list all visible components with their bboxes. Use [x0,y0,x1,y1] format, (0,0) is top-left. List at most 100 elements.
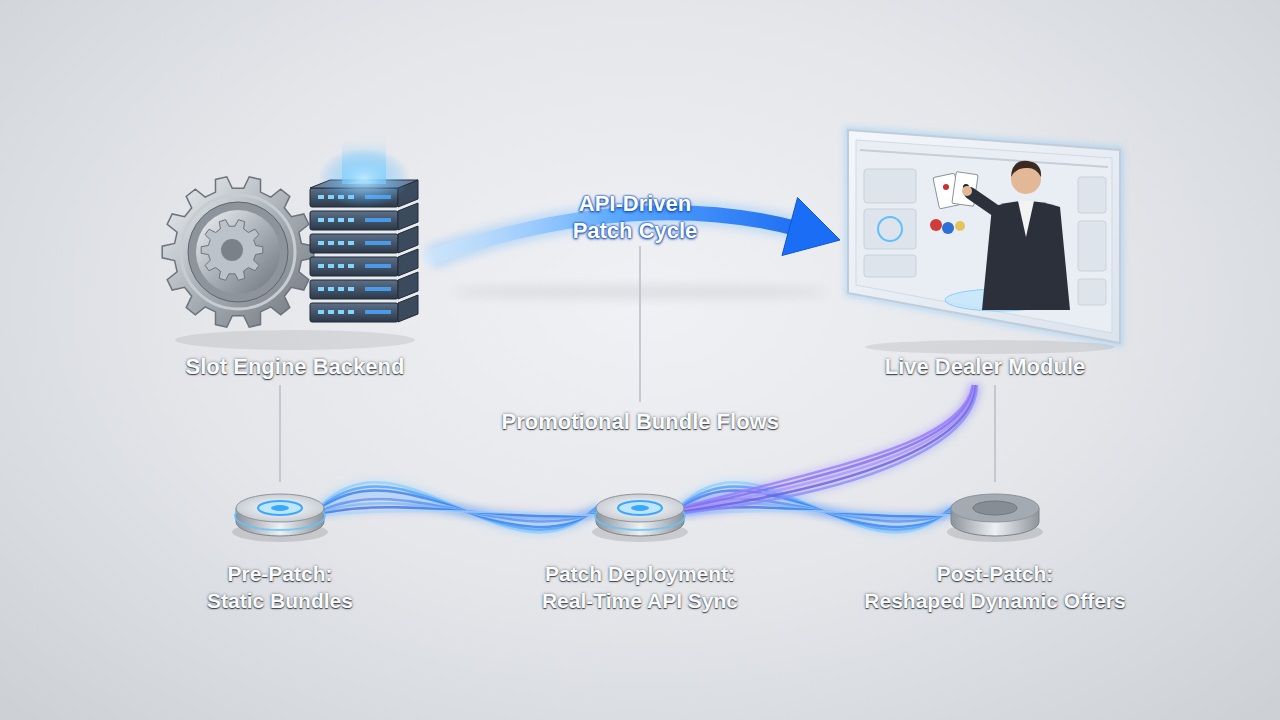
rect-shape [318,195,324,199]
rect-shape [365,264,391,268]
ribbon-strand [684,385,977,513]
rect-shape [348,287,354,291]
rect-shape [864,255,916,277]
node-heading: Post-Patch: [850,560,1140,587]
ellipse-shape [618,501,662,515]
ribbon-strand [322,507,598,516]
ribbon-strand [322,511,598,515]
rect-shape [1078,221,1106,271]
rect-shape [328,241,334,245]
rect-shape [365,287,391,291]
flow-label: Promotional Bundle Flows [502,408,779,435]
rect-shape [310,211,398,230]
node-heading: Patch Deployment: [510,560,770,587]
ribbon-strand [682,511,953,515]
node-body: Reshaped Dynamic Offers [850,587,1140,614]
path-shape [1018,201,1034,237]
polygon-shape [398,295,418,322]
polygon-shape [398,203,418,230]
rect-shape [318,287,324,291]
ribbon-strand [322,495,598,524]
arrow-head [782,198,840,256]
path-shape [162,177,314,327]
leader-line [279,385,281,482]
rect-shape [310,234,398,253]
ribbon-glow [684,385,977,513]
platform-disc [590,482,690,544]
leader-line [994,385,996,482]
rect-shape [310,303,398,322]
circle-shape [196,210,280,294]
polygon-shape [398,272,418,299]
arrow-label: API-Driven Patch Cycle [560,190,710,244]
rect-shape [318,241,324,245]
ellipse-shape [175,330,415,350]
ribbon-strand [322,503,598,519]
rect-shape [1078,279,1106,305]
ribbon-strand [322,486,598,529]
screen-node: Live Dealer Module [840,95,1130,385]
ribbon-strand [322,491,598,527]
node-text-group: Patch Deployment:Real-Time API Sync [510,560,770,614]
polygon-shape [398,226,418,253]
rect-shape [348,264,354,268]
server-illustration [160,140,430,355]
circle-shape [878,217,902,241]
rect-shape [864,169,916,203]
node-body: Static Bundles [170,587,390,614]
path-shape [201,220,263,281]
line-shape [860,150,1108,167]
rect-shape [338,287,344,291]
ribbon-glow [322,507,598,516]
server-node: Slot Engine Backend [160,140,430,385]
platform-node: Patch Deployment:Real-Time API Sync [510,478,770,618]
rect-shape [338,218,344,222]
ribbon-glow [322,499,598,522]
ellipse-shape [271,505,289,511]
rect-shape [328,218,334,222]
leader-connector [995,385,996,482]
platform-node: Post-Patch:Reshaped Dynamic Offers [850,478,1140,618]
node-text-group: Pre-Patch:Static Bundles [170,560,390,614]
circle-shape [955,221,965,231]
rect-shape [365,310,391,314]
ribbon-strand [322,482,598,532]
ellipse-shape [631,505,649,511]
circle-shape [221,239,243,261]
node-heading: Live Dealer Module [840,353,1130,380]
node-body: Real-Time API Sync [510,587,770,614]
screen-illustration [840,95,1130,350]
ribbon-glow [322,491,598,527]
rect-shape [310,257,398,276]
circle-shape [943,184,949,190]
rect-shape [348,310,354,314]
rect-shape [348,218,354,222]
ellipse-shape [865,340,1115,354]
circle-shape [181,195,295,309]
leader-connector [280,385,281,482]
platform-disc [945,482,1045,544]
node-heading: Slot Engine Backend [160,353,430,380]
ribbon-glow [322,482,598,532]
rect-shape [348,241,354,245]
rect-shape [318,310,324,314]
bundle-flow [322,482,598,532]
rect-shape [328,264,334,268]
platform-disc [230,482,330,544]
rect-shape [338,310,344,314]
node-text-group: Live Dealer Module [840,353,1130,380]
ellipse-shape [236,494,324,522]
rect-shape [318,264,324,268]
polygon-shape [848,130,1120,343]
circle-shape [930,219,942,231]
circle-shape [942,222,954,234]
leader-line [639,246,641,402]
ellipse-shape [318,148,410,208]
platform-node: Pre-Patch:Static Bundles [170,478,390,618]
ribbon-strand [322,499,598,522]
polygon-shape [398,249,418,276]
bundle-flow [684,385,977,513]
rect-shape [365,218,391,222]
rect-shape [864,209,916,249]
